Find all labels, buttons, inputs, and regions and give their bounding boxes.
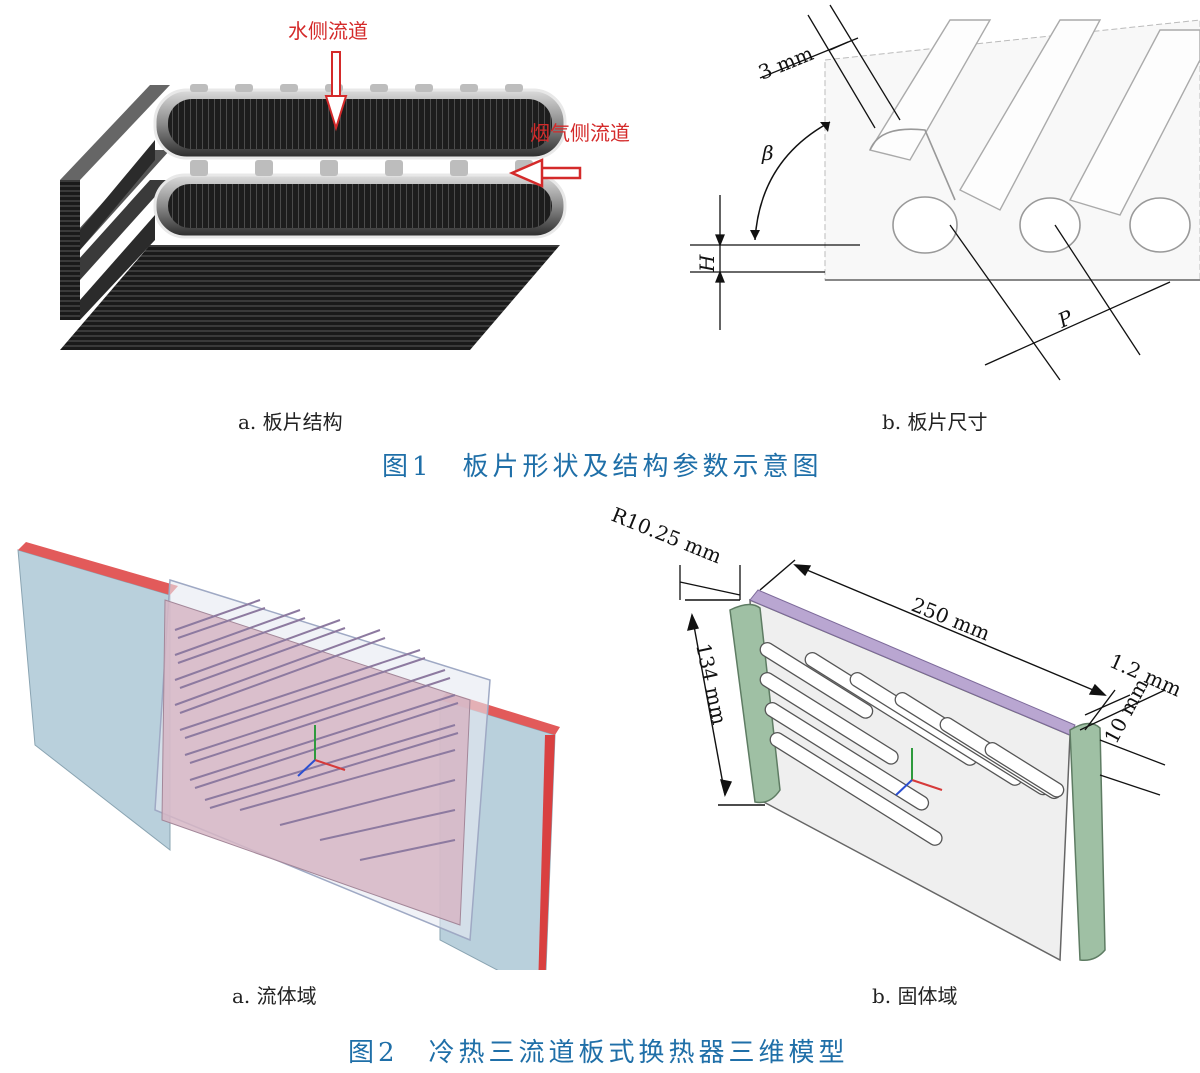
water-flow-arrow [324, 51, 348, 132]
dim-height-label: H [695, 254, 719, 273]
top-plate [60, 85, 567, 250]
figure1-plate-structure-image: 水侧流道 烟气侧流道 [60, 19, 630, 350]
dim-thickness-line [1079, 689, 1166, 731]
dim-width-label: 134 mm [691, 641, 732, 727]
dim-length-line [759, 559, 1116, 731]
axis-triad-icon-solid [895, 748, 943, 796]
water-side-label: 水侧流道 [288, 19, 368, 43]
dim-pitch-lines [949, 224, 1171, 381]
figure2b-caption: b. 固体域 [872, 984, 958, 1008]
figure1-caption: 图1 板片形状及结构参数示意图 [382, 452, 823, 482]
gas-flow-arrow [508, 158, 582, 188]
dim-width-line [685, 599, 765, 806]
figure1-plate-dimension-drawing: 3 mm β H P [690, 4, 1200, 381]
dim-angle-label: β [761, 141, 774, 165]
dim-thickness-lines [759, 4, 901, 129]
dim-angle-arc [754, 121, 831, 241]
bottom-plate [60, 180, 560, 350]
dim-radius-line [679, 565, 741, 600]
dim-thickness-label: 3 mm [755, 41, 817, 85]
solid-slots [759, 641, 1065, 846]
axis-triad-icon [297, 725, 346, 777]
fluid-channels [174, 599, 459, 861]
dim-radius-label: R10.25 mm [608, 502, 725, 568]
left-header [729, 603, 781, 804]
dim-depth-line [1099, 739, 1166, 796]
gas-side-label: 烟气侧流道 [530, 121, 630, 145]
figure1a-caption: a. 板片结构 [238, 410, 343, 434]
dim-pitch-label: P [1053, 305, 1076, 333]
figure2a-caption: a. 流体域 [232, 984, 317, 1008]
right-header [1069, 722, 1106, 962]
figure1b-caption: b. 板片尺寸 [882, 410, 988, 434]
figure2-solid-domain-drawing: 250 mm 134 mm R10.25 mm 1.2 mm 10 mm [608, 502, 1185, 962]
dim-length-label: 250 mm [908, 592, 993, 645]
dim-height-lines [690, 195, 860, 330]
figure2-caption: 图2 冷热三流道板式换热器三维模型 [348, 1038, 849, 1068]
figure2-fluid-domain-image [17, 542, 560, 970]
plate-ribs [868, 19, 1200, 216]
dim-depth-label: 10 mm [1099, 674, 1153, 747]
rib-ends [869, 128, 1191, 254]
